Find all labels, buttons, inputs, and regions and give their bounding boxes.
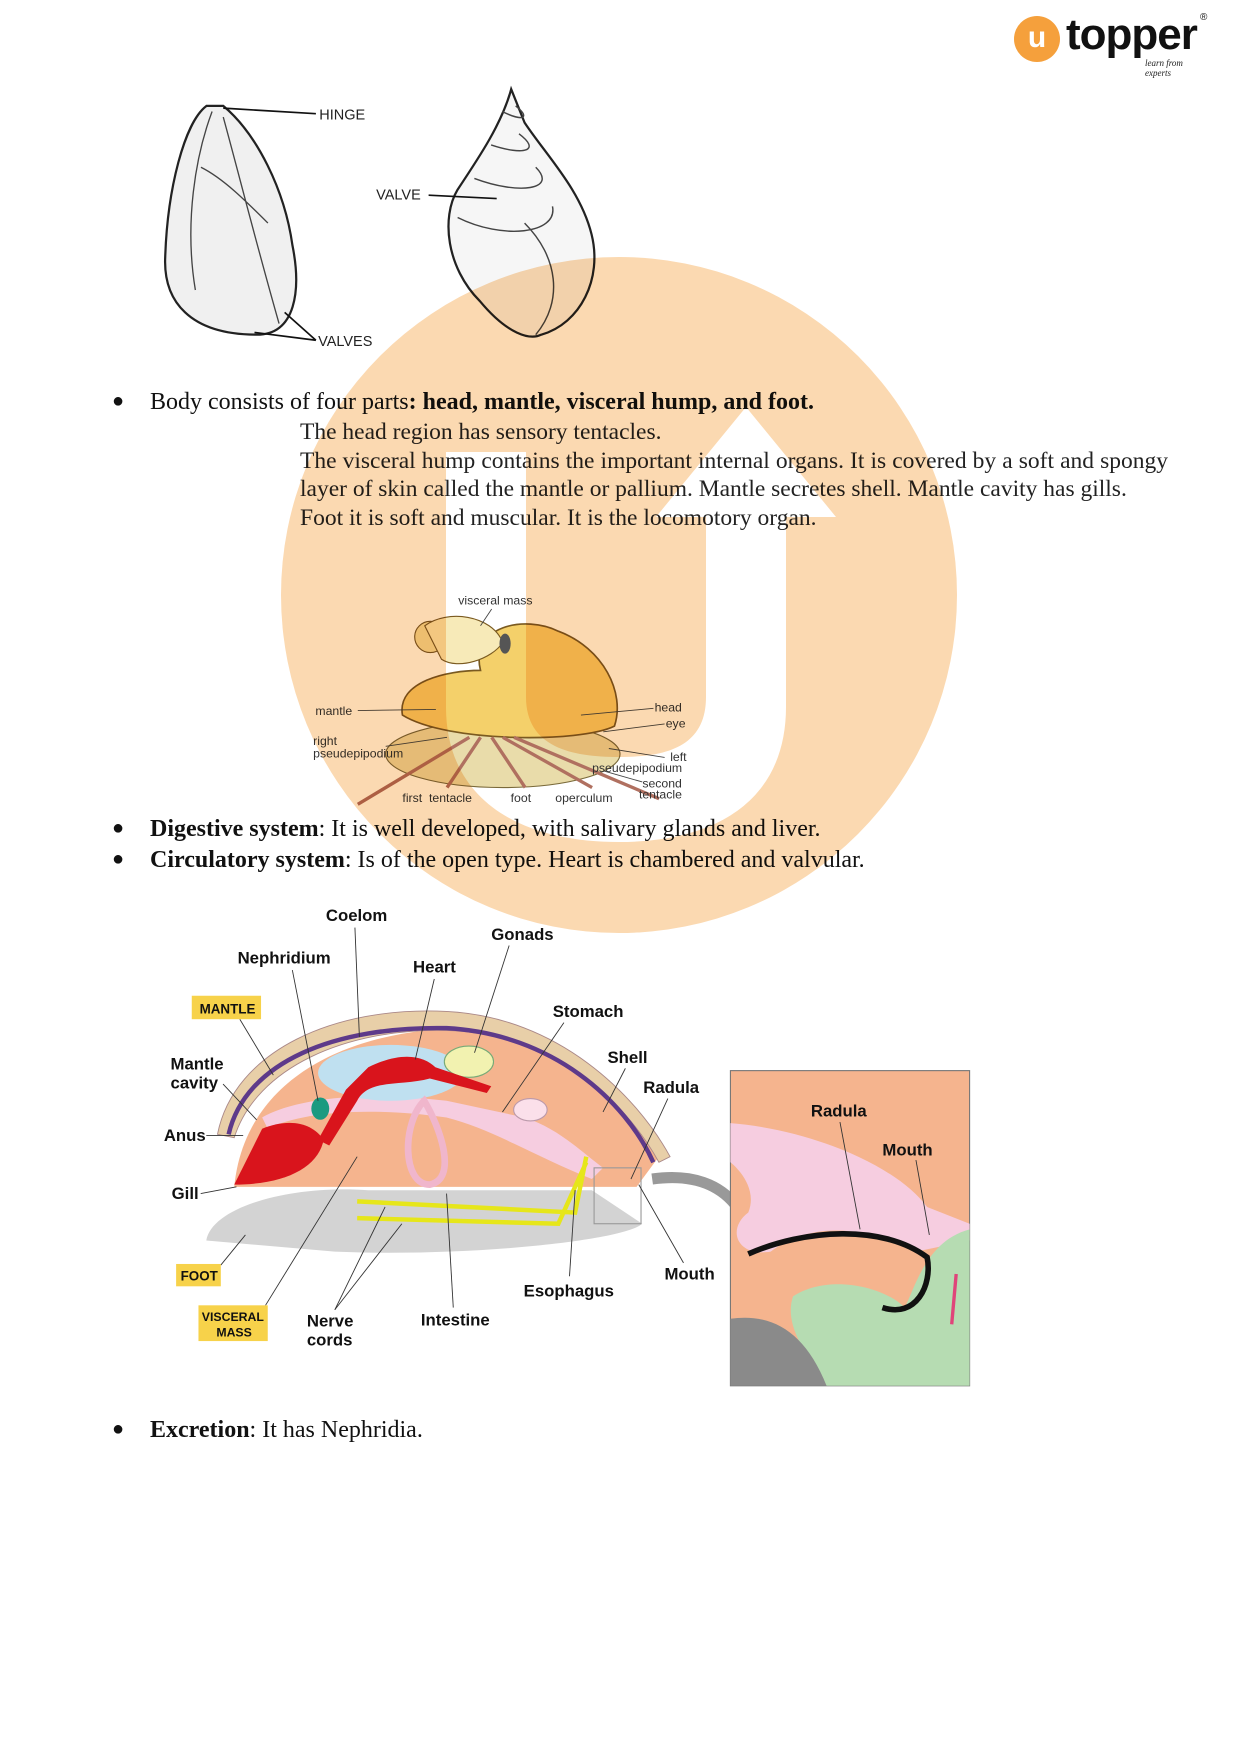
logo-mark: u bbox=[1014, 16, 1060, 62]
detail-visceral-hump: The visceral hump contains the important… bbox=[300, 447, 1168, 503]
label-heart: Heart bbox=[413, 957, 456, 976]
label-operculum: operculum bbox=[555, 791, 612, 805]
label-mouth: Mouth bbox=[664, 1265, 714, 1284]
snail-figure: visceral mass mantle right pseudepipodiu… bbox=[313, 594, 687, 806]
body-details: The head region has sensory tentacles. T… bbox=[300, 418, 1168, 532]
radula-inset bbox=[729, 1070, 971, 1387]
label-esophagus: Esophagus bbox=[524, 1281, 614, 1300]
label-mass: MASS bbox=[216, 1326, 251, 1340]
excretion-text: : It has Nephridia. bbox=[249, 1417, 423, 1443]
digestive-term: Digestive system bbox=[150, 816, 319, 842]
detail-head: The head region has sensory tentacles. bbox=[300, 419, 662, 445]
label-tentacle: tentacle bbox=[639, 788, 682, 802]
label-intestine: Intestine bbox=[421, 1310, 490, 1329]
label-mantle-box: MANTLE bbox=[200, 1002, 256, 1017]
label-stomach: Stomach bbox=[553, 1002, 624, 1021]
label-nerve: Nerve bbox=[307, 1312, 354, 1331]
bullet-body-parts: Body consists of four parts: head, mantl… bbox=[150, 388, 814, 417]
logo-tagline: learn from experts bbox=[1145, 58, 1183, 78]
label-visceral: VISCERAL bbox=[202, 1310, 265, 1324]
label-visceral-mass: visceral mass bbox=[458, 594, 532, 608]
whelk-drawing bbox=[428, 85, 596, 338]
excretion-term: Excretion bbox=[150, 1417, 250, 1443]
logo-word: topper bbox=[1066, 10, 1198, 59]
label-coelom: Coelom bbox=[326, 906, 387, 925]
label-mantle-cavity-2: cavity bbox=[171, 1074, 219, 1093]
bullet-excretion: Excretion: It has Nephridia. bbox=[150, 1416, 423, 1445]
label-mantle-cavity-1: Mantle bbox=[171, 1055, 224, 1074]
label-valve: VALVE bbox=[376, 188, 421, 204]
topper-logo: u topper learn from experts ® bbox=[1010, 10, 1210, 78]
label-radula: Radula bbox=[643, 1078, 700, 1097]
bullet-dot: ● bbox=[112, 848, 125, 870]
oyster-drawing bbox=[164, 104, 317, 342]
bullet-dot: ● bbox=[112, 1418, 125, 1440]
label-cords: cords bbox=[307, 1331, 353, 1350]
label-mantle: mantle bbox=[315, 704, 352, 718]
body-parts-prefix: Body consists of four parts bbox=[150, 389, 409, 415]
bullet-dot: ● bbox=[112, 817, 125, 839]
circulatory-text: : Is of the open type. Heart is chambere… bbox=[344, 847, 865, 873]
bullet-digestive: Digestive system: It is well developed, … bbox=[150, 815, 821, 844]
label-inset-mouth: Mouth bbox=[882, 1141, 932, 1160]
label-inset-radula: Radula bbox=[811, 1101, 868, 1120]
label-first-tentacle: first tentacle bbox=[402, 791, 472, 805]
label-valves: VALVES bbox=[318, 334, 372, 350]
label-left-pseudepipodium: pseudepipodium bbox=[592, 761, 682, 775]
shell-figure: HINGE VALVE VALVES bbox=[164, 85, 596, 350]
bullet-circulatory: Circulatory system: Is of the open type.… bbox=[150, 846, 865, 875]
logo-registered: ® bbox=[1200, 12, 1208, 23]
circulatory-term: Circulatory system bbox=[150, 847, 345, 873]
label-foot: FOOT bbox=[181, 1269, 219, 1284]
label-anus: Anus bbox=[164, 1126, 206, 1145]
mollusc-anatomy-figure: Coelom Gonads Nephridium Heart MANTLE St… bbox=[164, 906, 971, 1387]
label-hinge: HINGE bbox=[319, 107, 365, 123]
bullet-dot: ● bbox=[112, 390, 125, 412]
digestive-text: : It is well developed, with salivary gl… bbox=[318, 816, 821, 842]
label-gill: Gill bbox=[172, 1184, 199, 1203]
label-eye: eye bbox=[666, 716, 686, 730]
label-gonads: Gonads bbox=[491, 925, 553, 944]
label-shell: Shell bbox=[607, 1048, 647, 1067]
label-foot: foot bbox=[511, 791, 532, 805]
detail-foot: Foot it is soft and muscular. It is the … bbox=[300, 504, 817, 531]
label-right-pseudepipodium: pseudepipodium bbox=[313, 746, 403, 760]
label-nephridium: Nephridium bbox=[238, 948, 331, 967]
body-parts-list: : head, mantle, visceral hump, and foot. bbox=[408, 389, 814, 415]
label-head: head bbox=[655, 701, 682, 715]
